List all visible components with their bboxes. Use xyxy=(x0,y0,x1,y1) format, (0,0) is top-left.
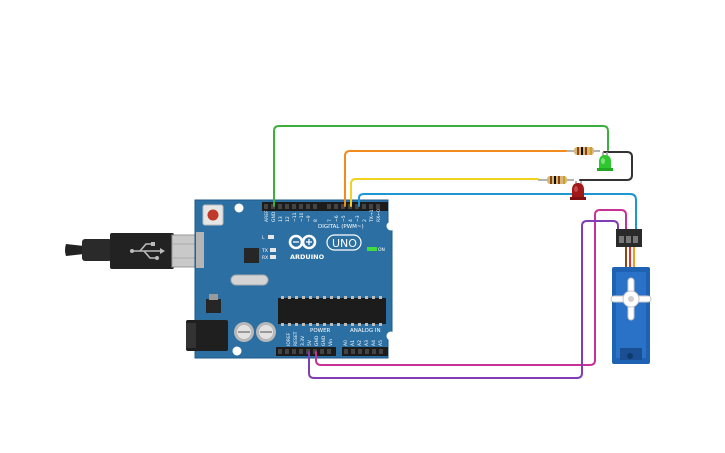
digital-pin-label: 4 xyxy=(348,219,354,222)
digital-pin-sockets xyxy=(264,204,380,209)
power-pin-label: GND xyxy=(321,335,327,346)
digital-pin-label: ~5 xyxy=(341,215,347,222)
servo-motor[interactable] xyxy=(610,229,652,364)
analog-pin-label: A2 xyxy=(357,340,363,346)
power-pin-label: GND xyxy=(314,335,320,346)
mounting-hole xyxy=(234,203,244,213)
power-pin-label: Vin xyxy=(328,339,334,346)
wire-black[interactable] xyxy=(579,151,633,181)
mounting-hole xyxy=(232,346,242,356)
rx-led xyxy=(270,255,276,259)
usb-cable-strain-relief xyxy=(65,244,84,256)
digital-pin-label: AREF xyxy=(264,210,270,222)
rx-led-label: RX xyxy=(262,255,268,261)
servo-horn[interactable] xyxy=(610,277,652,321)
digital-header-label: DIGITAL (PWM~) xyxy=(318,224,364,230)
brand-label: ARDUINO xyxy=(290,253,325,261)
l-led-label: L xyxy=(262,235,265,241)
wire-purple[interactable] xyxy=(308,220,619,379)
analog-pin-label: A5 xyxy=(378,340,384,346)
tx-led-label: TX xyxy=(261,248,268,254)
wire-blue[interactable] xyxy=(358,193,637,233)
usb-chip xyxy=(244,248,259,263)
power-pin-label: 5V xyxy=(307,339,313,346)
digital-pin-label: 13 xyxy=(278,216,284,222)
wire-magenta[interactable] xyxy=(315,209,627,366)
digital-pin-label: GND xyxy=(271,211,277,222)
power-header-label: POWER xyxy=(310,328,331,334)
analog-pin-label: A3 xyxy=(364,340,370,346)
led-red[interactable] xyxy=(570,181,586,200)
power-pin-label: 3.3V xyxy=(300,335,306,346)
power-led xyxy=(367,247,377,251)
digital-pin-label: ~6 xyxy=(334,215,340,222)
voltage-regulator xyxy=(206,294,221,313)
svg-text:UNO: UNO xyxy=(332,237,357,250)
on-led-label: ON xyxy=(378,247,385,253)
reset-button[interactable] xyxy=(202,204,224,226)
digital-pin-label: TX→1 xyxy=(369,209,375,223)
digital-pin-label: RX←0 xyxy=(376,209,382,222)
model-badge: UNO xyxy=(326,234,362,251)
resistor-red-led[interactable] xyxy=(538,176,574,184)
digital-pin-label: 7 xyxy=(327,219,333,222)
usb-icon xyxy=(130,242,165,260)
power-pin-label: IOREF xyxy=(286,332,292,346)
analog-header-label: ANALOG IN xyxy=(350,328,381,334)
analog-pin-label: A1 xyxy=(350,340,356,346)
crystal-oscillator xyxy=(230,274,269,286)
digital-pin-label: ~10 xyxy=(299,212,305,222)
analog-pin-label: A4 xyxy=(371,340,377,346)
lower-pin-sockets xyxy=(278,349,383,354)
l-led xyxy=(268,235,274,239)
arduino-uno-board[interactable]: AREF GND 13 12 ~11 ~10 ~9 8 7 ~6 ~5 4 ~3… xyxy=(186,199,396,359)
led-green[interactable] xyxy=(597,152,613,171)
wire-orange[interactable] xyxy=(344,150,567,207)
capacitor xyxy=(234,322,254,342)
usb-cable-boot xyxy=(82,239,112,261)
power-pin-label: RESET xyxy=(293,331,299,346)
capacitor xyxy=(256,322,276,342)
atmega-microcontroller xyxy=(278,296,386,326)
wire-green[interactable] xyxy=(273,125,609,207)
board-usb-port xyxy=(196,232,204,268)
digital-pin-label: ~11 xyxy=(292,212,298,222)
digital-header[interactable] xyxy=(262,202,388,211)
usb-cable[interactable] xyxy=(65,233,203,269)
resistor-green-led[interactable] xyxy=(566,147,600,155)
mounting-hole xyxy=(386,331,396,341)
arduino-logo-icon xyxy=(288,234,317,250)
digital-pin-label: 8 xyxy=(313,219,319,222)
digital-pin-label: 12 xyxy=(285,216,291,222)
analog-pin-label: A0 xyxy=(343,340,349,346)
digital-pin-label: 2 xyxy=(362,219,368,222)
wire-yellow[interactable] xyxy=(350,178,539,207)
dc-power-jack xyxy=(186,320,228,351)
mounting-hole xyxy=(386,221,396,231)
digital-pin-label: ~9 xyxy=(306,215,312,222)
digital-pin-label: ~3 xyxy=(355,215,361,222)
tx-led xyxy=(270,248,276,252)
